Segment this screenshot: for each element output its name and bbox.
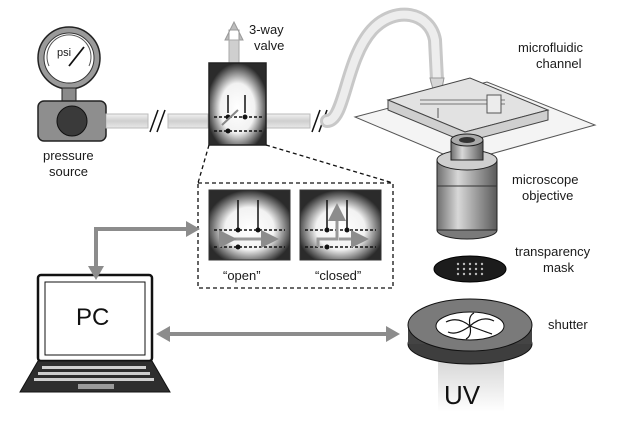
pressure-source-label-2: source [49,164,88,179]
gauge-unit-label: psi [57,47,71,59]
zoom-line-left [197,144,210,184]
objective-icon [436,133,498,240]
valve-states-inset: “open” “closed” [197,182,394,289]
zoom-line-right [265,144,394,184]
mask-label-2: mask [543,260,575,275]
pressure-gauge-icon: psi [37,26,101,103]
valve-open-state [208,189,291,261]
valve-label-1: 3-way [249,22,284,37]
objective-label-1: microscope [512,172,578,187]
laptop-icon [19,273,171,393]
tubing [105,7,445,133]
channel-label-1: microfluidic [518,40,584,55]
pressure-source: psi pressure source [37,26,107,179]
transparency-mask [433,255,507,283]
valve-closed-state [299,189,382,261]
mask-label-1: transparency [515,244,591,259]
valve-icon [208,20,267,146]
control-arrows [88,221,400,342]
shutter-label: shutter [548,317,588,332]
shutter-icon [407,298,533,365]
pc-label: PC [76,304,109,331]
valve-open-label: “open” [223,268,261,283]
channel-label-2: channel [536,56,582,71]
pressure-source-label-1: pressure [43,148,94,163]
objective-label-2: objective [522,188,573,203]
valve-label-2: valve [254,38,284,53]
uv-label: UV [444,380,481,410]
valve-closed-label: “closed” [315,268,361,283]
